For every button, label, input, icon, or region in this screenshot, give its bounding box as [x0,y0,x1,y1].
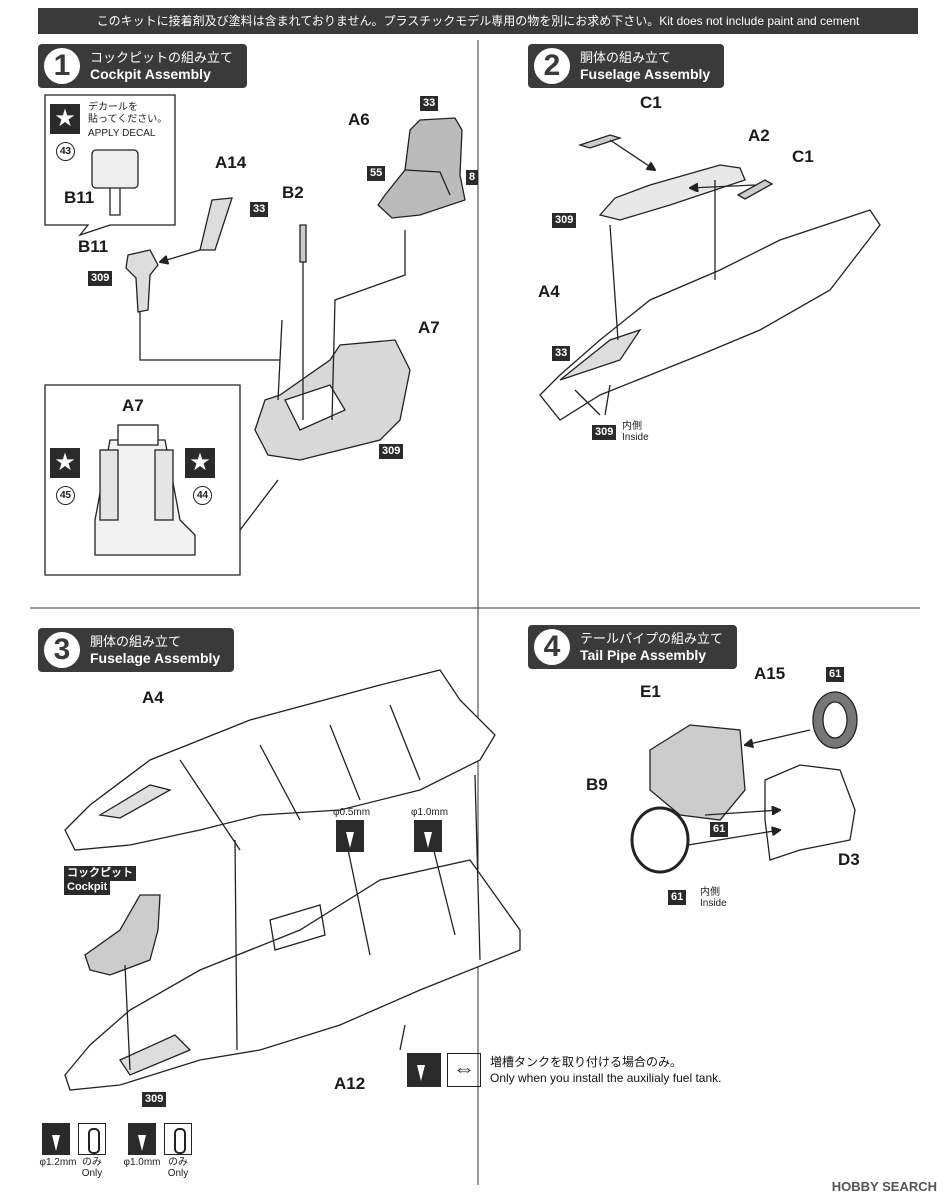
label-b2: B2 [282,183,304,202]
notice-bar: このキットに接着剤及び塗料は含まれておりません。プラスチックモデル専用の物を別に… [38,8,918,34]
hole-only-icon [78,1123,106,1155]
only-caption-jp-1: のみ [82,1157,102,1168]
inside-label-en: Inside [622,432,649,443]
label-a12: A12 [334,1074,366,1093]
b9-ring [630,806,690,874]
label-a6: A6 [348,110,370,129]
label-b11: B11 [78,237,109,256]
label-d3: D3 [838,850,860,869]
paint-33-a14: 33 [250,202,269,217]
label-c1-right: C1 [792,147,814,166]
drill-10-caption: φ1.0mm [123,1157,161,1168]
only-caption-jp-2: のみ [168,1157,188,1168]
hole-only-icon [164,1123,192,1155]
decal-instruction-en: APPLY DECAL [88,128,156,139]
drill-icon-fuel-tank [407,1053,441,1087]
step-2-title-en: Fuselage Assembly [580,66,711,82]
paint-309-inside: 309 [592,425,617,440]
c1-right-part [736,179,774,200]
drill-05-label: φ0.5mm [333,807,371,818]
label-a15: A15 [754,664,786,683]
drill-05-icon [336,820,364,852]
only-caption-en-2: Only [167,1168,189,1179]
c1-left-part [577,134,623,149]
label-a7: A7 [418,318,440,337]
step-3-title-en: Fuselage Assembly [90,650,221,666]
paint-309-b11: 309 [88,271,113,286]
cockpit-insert-step3 [84,894,161,976]
a6-seat [377,117,466,219]
step-1-title-jp: コックピットの組み立て [90,50,234,65]
step-4-number: 4 [532,627,572,667]
label-a4-step2: A4 [538,282,560,301]
label-b11-callout: B11 [64,188,95,207]
step-4-title-en: Tail Pipe Assembly [580,647,707,663]
b11-part [125,249,159,313]
hobby-search-logo: HOBBY SEARCH [831,1179,937,1194]
fuel-tank-note-jp: 増槽タンクを取り付ける場合のみ。 [490,1055,683,1069]
cockpit-tag-en: Cockpit [64,880,111,895]
a14-part [199,197,233,251]
star-icon: ★ [185,448,215,478]
paint-61-e1: 61 [710,822,729,837]
step-1-title-en: Cockpit Assembly [90,66,211,82]
decal-44-badge: 44 [193,486,212,505]
drill-12-icon [42,1123,70,1155]
decal-callout-box [44,94,176,237]
a4-fuselage-step2 [539,209,881,421]
cockpit-tag-jp: コックピット [64,866,136,881]
reverse-arrow-icon: ⇔ [447,1053,481,1087]
b2-part [299,224,307,263]
drill-12-caption: φ1.2mm [39,1157,77,1168]
decal-45-badge: 45 [56,486,75,505]
step-4-title-jp: テールパイプの組み立て [580,631,724,646]
paint-55-a6: 55 [367,166,386,181]
label-c1-left: C1 [640,93,662,112]
paint-61-b9: 61 [668,890,687,905]
step-2-title-jp: 胴体の組み立て [580,50,672,65]
inside-label-jp: 内側 [622,421,642,432]
d3-nozzle [764,764,856,861]
step-1-number: 1 [42,46,82,86]
step-2-number: 2 [532,46,572,86]
fuel-tank-note-en: Only when you install the auxilialy fuel… [490,1071,722,1085]
e1-nozzle [649,724,746,821]
paint-309-step3: 309 [142,1092,167,1107]
paint-309-a7: 309 [379,444,404,459]
step-3-title-jp: 胴体の組み立て [90,634,182,649]
paint-309-a2: 309 [552,213,577,228]
drill-10-icon [414,820,442,852]
label-a14: A14 [215,153,247,172]
paint-33-a6: 33 [420,96,439,111]
label-e1: E1 [640,682,661,701]
label-a2: A2 [748,126,770,145]
paint-61-a15: 61 [826,667,845,682]
a2-canopy [598,164,746,221]
paint-33-step2: 33 [552,346,571,361]
label-b9: B9 [586,775,608,794]
drill-10-bottom-icon [128,1123,156,1155]
label-a7-callout: A7 [122,396,144,415]
only-caption-en-1: Only [81,1168,103,1179]
paint-8-a6: 8 [466,170,479,185]
a12-lower-fuselage [64,859,521,1091]
inside-label-jp-step4: 内側 [700,887,720,898]
instrument-panel-b11 [91,149,139,189]
a7-decal-callout-box [44,384,241,576]
star-icon: ★ [50,448,80,478]
decal-43-badge: 43 [56,142,75,161]
a4-fuselage-step3 [64,669,496,851]
drill-10-label: φ1.0mm [411,807,449,818]
inside-label-en-step4: Inside [700,898,727,909]
star-icon: ★ [50,104,80,134]
decal-instruction-jp: デカールを 貼ってください。 [88,102,168,125]
step-3-number: 3 [42,630,82,670]
label-a4-step3: A4 [142,688,164,707]
